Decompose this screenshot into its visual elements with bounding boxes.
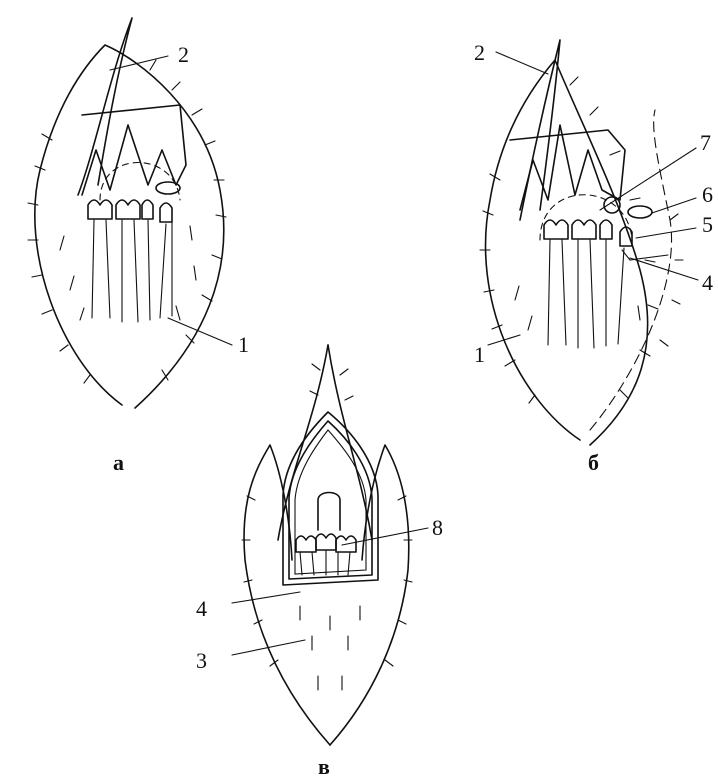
panel-b-callout-7: 7 xyxy=(700,130,711,155)
panel-b-leader-6 xyxy=(652,198,696,213)
panel-b-callout-4: 4 xyxy=(702,270,713,295)
panel-b-drawing: 2 7 6 5 4 1 б xyxy=(474,40,713,475)
panel-b-callout-6: 6 xyxy=(702,182,713,207)
panel-b-anthers xyxy=(544,220,632,246)
panel-b-right-valve xyxy=(590,110,672,430)
panel-b-dashed-dome xyxy=(540,195,632,240)
panel-b-crown xyxy=(510,125,625,210)
panel-v-left-glume xyxy=(244,445,330,745)
panel-b-leader-1 xyxy=(488,335,520,345)
panel-b-stigma xyxy=(628,206,652,218)
panel-v-leader-8 xyxy=(342,528,428,545)
panel-b-leader-5 xyxy=(636,228,696,238)
panel-b-leader-2 xyxy=(496,52,548,74)
panel-v-ovary xyxy=(318,493,340,531)
panel-v-callout-8: 8 xyxy=(432,515,443,540)
panel-a-leader-1 xyxy=(168,318,232,345)
panel-b-leader-7 xyxy=(600,148,696,210)
panel-a-callout-1: 1 xyxy=(238,332,249,357)
panel-v-callout-3: 3 xyxy=(196,648,207,673)
panel-v-callout-4: 4 xyxy=(196,596,207,621)
panel-b-callout-1: 1 xyxy=(474,342,485,367)
panel-a-caption: а xyxy=(113,450,124,475)
panel-b-awn xyxy=(520,40,560,220)
panel-v-right-glume xyxy=(330,445,409,745)
panel-a-drawing: 2 1 а xyxy=(28,18,249,475)
panel-v-anthers xyxy=(296,534,356,552)
panel-v-caption: в xyxy=(318,754,330,778)
panel-b-callout-5: 5 xyxy=(702,212,713,237)
panel-a-filaments xyxy=(92,220,172,322)
panel-b-lodicule xyxy=(622,250,668,260)
panel-a-callout-2: 2 xyxy=(178,42,189,67)
panel-v-leader-3 xyxy=(232,640,305,655)
panel-b-callout-2: 2 xyxy=(474,40,485,65)
panel-b-caption: б xyxy=(588,450,599,475)
panel-a-anthers xyxy=(88,200,172,222)
panel-a-stigma xyxy=(156,182,180,194)
panel-v-drawing: 8 4 3 в xyxy=(196,345,443,778)
panel-a-outer-glume xyxy=(35,45,224,408)
panel-v-leader-4 xyxy=(232,592,300,603)
panel-b-filaments xyxy=(548,240,624,348)
